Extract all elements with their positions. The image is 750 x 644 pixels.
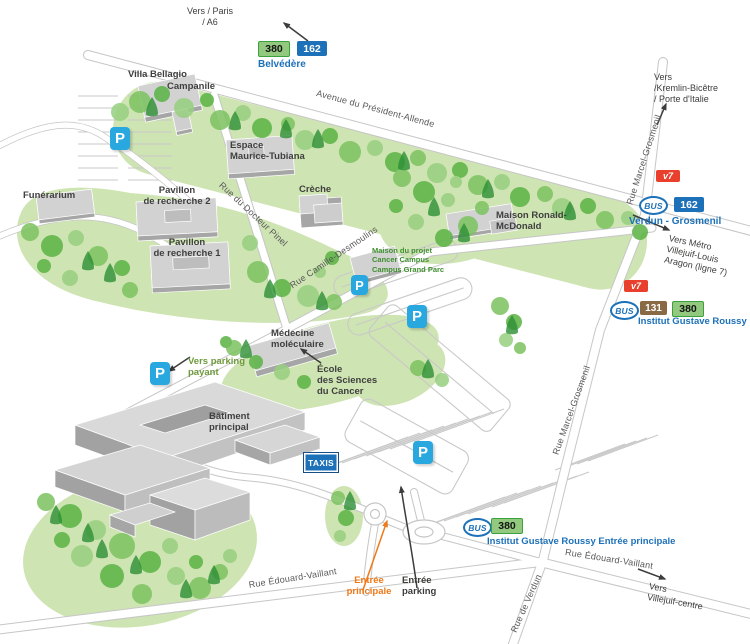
- bus-stop-igr-entree-label: Institut Gustave Roussy Entrée principal…: [487, 536, 676, 547]
- parking-icon: P: [150, 362, 170, 385]
- entree-parking-label: Entrée parking: [402, 575, 437, 598]
- bus-line-131-badge: 131: [640, 301, 667, 315]
- building-label-maison-du-projet: Maison du projet Cancer Campus Campus Gr…: [372, 246, 445, 274]
- parking-icon: P: [351, 275, 368, 295]
- bus-line-162-badge: 162: [674, 197, 704, 212]
- entree-principale-arrow: [362, 519, 388, 591]
- bus-stop-belvedere-label: Belvédère: [258, 59, 306, 70]
- v7-badge: v7: [656, 170, 680, 182]
- bus-logo: BUS: [463, 518, 492, 537]
- bus-line-380-badge: 380: [672, 301, 704, 317]
- bus-stop-verdun-grosmenil-label: Verdun - Grosmenil: [629, 216, 722, 227]
- building-label-funerarium: Funérarium: [23, 190, 76, 201]
- batiment-principal-shape: [53, 381, 322, 541]
- entree-parking-arrow: [398, 485, 418, 589]
- kremlin-arrow: [656, 102, 667, 126]
- building-label-medecine-moleculaire: Médecine moléculaire: [271, 328, 324, 350]
- parking-icon: P: [407, 305, 427, 328]
- direction-kremlin: Vers /Kremlin-Bicêtre / Porte d'Italie: [654, 72, 719, 104]
- bus-line-380-badge: 380: [258, 41, 290, 57]
- trees-layer: [21, 86, 648, 604]
- building-label-creche: Crèche: [299, 184, 332, 195]
- taxis-badge: TAXIS: [303, 452, 339, 473]
- parking-payant-label: Vers parking payant: [188, 356, 246, 379]
- ecole-arrow: [299, 348, 322, 364]
- building-label-ecole-sciences-cancer: École des Sciences du Cancer: [317, 364, 378, 397]
- bus-logo: BUS: [610, 301, 639, 320]
- bus-stop-igr-label: Institut Gustave Roussy: [638, 316, 747, 327]
- parking-icon: P: [110, 127, 130, 150]
- building-label-maison-ronald-mcdonald: Maison Ronald- McDonald: [496, 210, 567, 232]
- bus-line-162-badge: 162: [297, 41, 327, 56]
- buildings-layer: [35, 73, 518, 541]
- parking-payant-arrow: [167, 356, 191, 372]
- direction-paris: Vers / Paris / A6: [186, 6, 233, 27]
- metro-arrow: [632, 214, 671, 231]
- bus-logo: BUS: [639, 196, 668, 215]
- building-label-batiment-principal: Bâtiment principal: [209, 411, 250, 433]
- v7-badge: v7: [624, 280, 648, 292]
- building-label-campanile: Campanile: [167, 81, 216, 92]
- roundabouts: [363, 502, 446, 545]
- green-zones: [16, 81, 648, 628]
- paris-arrow: [282, 22, 309, 42]
- entree-principale-label: Entrée principale: [346, 575, 392, 598]
- bus-line-380-badge: 380: [491, 518, 523, 534]
- building-label-pavillon-recherche-2: Pavillon de recherche 2: [143, 185, 211, 207]
- building-label-espace-maurice-tubiana: Espace Maurice-Tubiana: [230, 140, 305, 162]
- villejuif-arrow: [637, 568, 667, 580]
- building-label-pavillon-recherche-1: Pavillon de recherche 1: [153, 237, 221, 259]
- parking-icon: P: [413, 441, 433, 464]
- arrows-layer: [167, 22, 671, 591]
- building-label-villa-bellagio: Villa Bellagio: [128, 69, 187, 80]
